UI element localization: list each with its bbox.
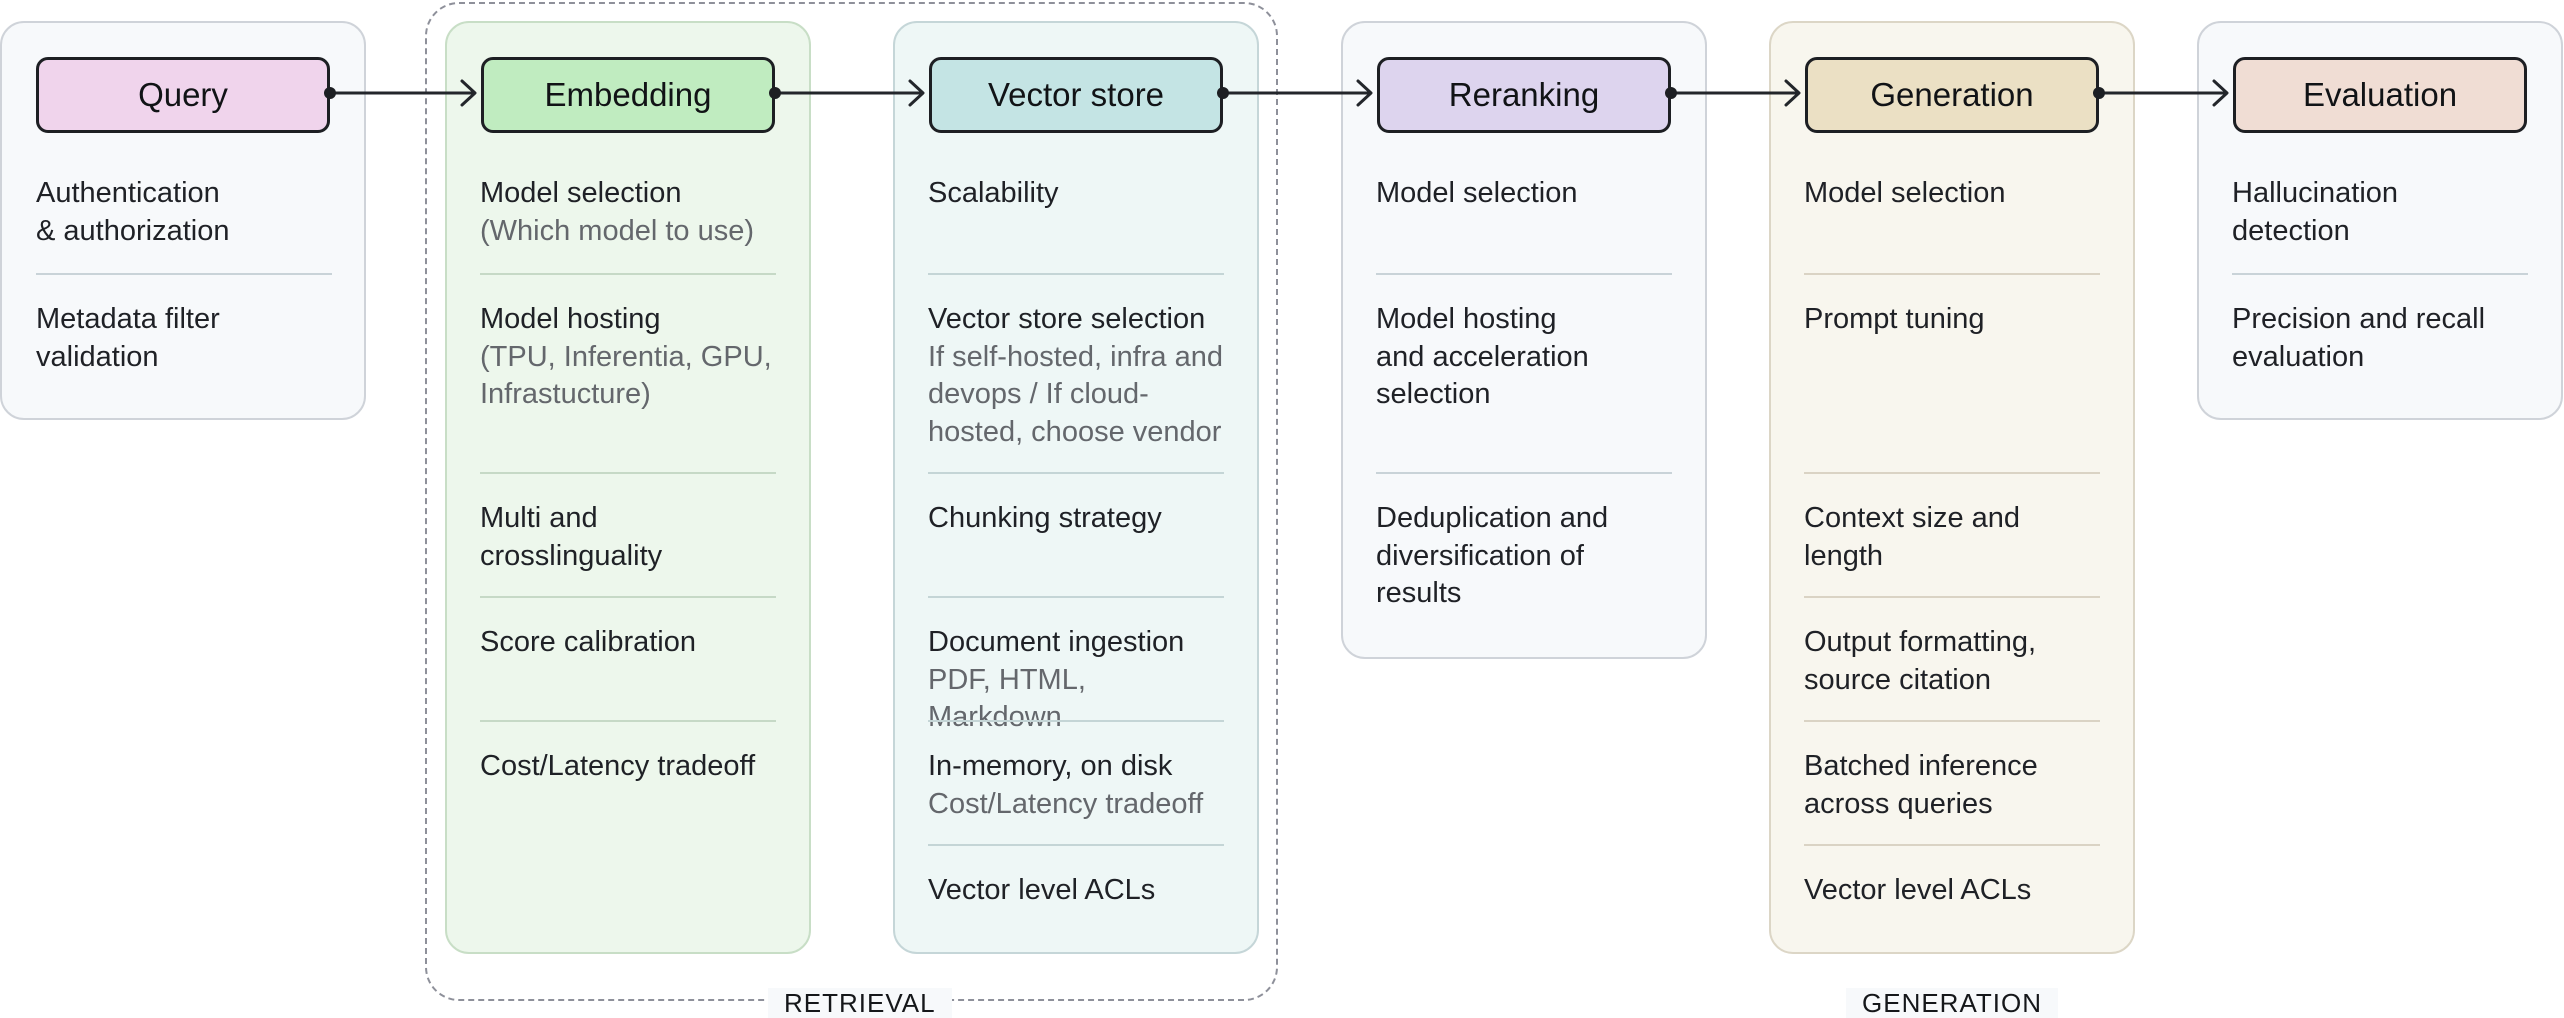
list-item: Score calibration: [480, 596, 776, 662]
item-subtitle: (Which model to use): [480, 214, 754, 247]
item-title: Model selection: [480, 177, 682, 209]
evaluation-items: Hallucination detection Precision and re…: [2232, 0, 2528, 1016]
list-item: Scalability: [928, 149, 1224, 213]
query-node[interactable]: Query: [36, 57, 330, 133]
list-item: Vector store selection If self-hosted, i…: [928, 273, 1224, 451]
item-title: Hallucination detection: [2232, 177, 2399, 247]
vector-store-node[interactable]: Vector store: [929, 57, 1223, 133]
item-subtitle: (TPU, Inferentia, GPU, Infrastucture): [480, 340, 772, 411]
list-item: Vector level ACLs: [1804, 844, 2100, 910]
list-item: Output formatting, source citation: [1804, 596, 2100, 699]
list-item: Vector level ACLs: [928, 844, 1224, 910]
list-item: Hallucination detection: [2232, 149, 2528, 250]
item-title: Chunking strategy: [928, 502, 1162, 534]
list-item: Deduplication and diversification of res…: [1376, 472, 1672, 613]
vector-store-card: [893, 21, 1259, 954]
item-title: Context size and length: [1804, 502, 2021, 572]
list-item: Prompt tuning: [1804, 273, 2100, 339]
item-title: Vector level ACLs: [928, 874, 1156, 906]
embedding-node[interactable]: Embedding: [481, 57, 775, 133]
retrieval-group-label: RETRIEVAL: [768, 988, 952, 1018]
list-item: Authentication & authorization: [36, 149, 332, 250]
item-title: Metadata filter validation: [36, 303, 220, 373]
item-title: Deduplication and diversification of res…: [1376, 502, 1609, 609]
list-item: Model hosting and acceleration selection: [1376, 273, 1672, 414]
list-item: Precision and recall evaluation: [2232, 273, 2528, 376]
evaluation-node[interactable]: Evaluation: [2233, 57, 2527, 133]
item-title: Document ingestion: [928, 626, 1185, 658]
list-item: Model hosting (TPU, Inferentia, GPU, Inf…: [480, 273, 776, 414]
list-item: Document ingestion PDF, HTML, Markdown: [928, 596, 1224, 737]
item-title: Score calibration: [480, 626, 696, 658]
generation-card: [1769, 21, 2135, 954]
list-item: Model selection (Which model to use): [480, 149, 776, 250]
generation-items: Model selection Prompt tuning Context si…: [1804, 0, 2100, 1016]
list-item: Multi and crosslinguality: [480, 472, 776, 575]
embedding-card: [445, 21, 811, 954]
reranking-items: Model selection Model hosting and accele…: [1376, 0, 1672, 1016]
item-title: Authentication & authorization: [36, 177, 230, 247]
item-title: Model hosting and acceleration selection: [1376, 303, 1589, 410]
item-title: Output formatting, source citation: [1804, 626, 2037, 696]
embedding-items: Model selection (Which model to use) Mod…: [480, 0, 776, 1016]
list-item: Model selection: [1376, 149, 1672, 213]
item-title: Batched inference across queries: [1804, 750, 2038, 820]
item-title: Multi and crosslinguality: [480, 502, 663, 572]
list-item: Model selection: [1804, 149, 2100, 213]
generation-group-label: GENERATION: [1846, 988, 2058, 1018]
item-subtitle: Cost/Latency tradeoff: [928, 787, 1204, 820]
item-subtitle: PDF, HTML, Markdown: [928, 663, 1086, 734]
item-title: Vector level ACLs: [1804, 874, 2032, 906]
item-title: Prompt tuning: [1804, 303, 1985, 335]
list-item: Cost/Latency tradeoff: [480, 720, 776, 786]
vector-store-items: Scalability Vector store selection If se…: [928, 0, 1224, 1016]
item-title: Precision and recall evaluation: [2232, 303, 2486, 373]
list-item: Metadata filter validation: [36, 273, 332, 376]
item-subtitle: If self-hosted, infra and devops / If cl…: [928, 340, 1223, 448]
item-title: Model hosting: [480, 303, 661, 335]
list-item: Context size and length: [1804, 472, 2100, 575]
query-items: Authentication & authorization Metadata …: [36, 0, 332, 1016]
list-item: Batched inference across queries: [1804, 720, 2100, 823]
item-title: Vector store selection: [928, 303, 1206, 335]
item-title: Scalability: [928, 177, 1059, 209]
item-title: In-memory, on disk: [928, 750, 1173, 782]
list-item: Chunking strategy: [928, 472, 1224, 538]
item-title: Model selection: [1376, 177, 1578, 209]
item-title: Cost/Latency tradeoff: [480, 750, 756, 782]
reranking-node[interactable]: Reranking: [1377, 57, 1671, 133]
list-item: In-memory, on disk Cost/Latency tradeoff: [928, 720, 1224, 823]
item-title: Model selection: [1804, 177, 2006, 209]
